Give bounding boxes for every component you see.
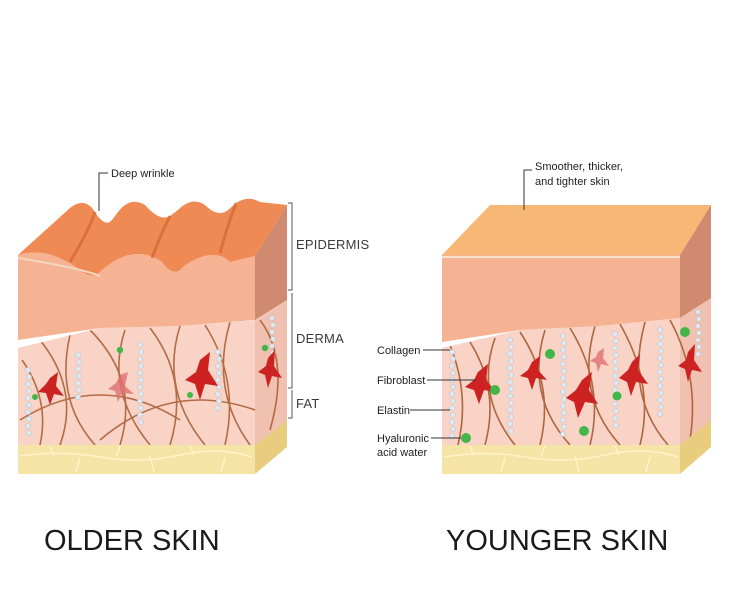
older-epidermis-top xyxy=(18,198,287,276)
younger-hyaluronic xyxy=(461,327,690,443)
younger-skin-title: YOUNGER SKIN xyxy=(446,525,668,557)
older-fibroblasts xyxy=(38,350,282,405)
smoother-label-line1: Smoother, thicker, xyxy=(535,161,623,173)
younger-elastin xyxy=(449,309,702,439)
older-derma-fibers xyxy=(19,315,282,445)
older-skin-title: OLDER SKIN xyxy=(44,525,220,557)
smoother-label-line2: and tighter skin xyxy=(535,176,610,188)
hyaluronic-label-line2: acid water xyxy=(377,447,427,459)
epidermis-label: EPIDERMIS xyxy=(296,237,369,252)
younger-epidermis-front xyxy=(442,255,680,342)
elastin-label: Elastin xyxy=(377,405,410,417)
older-hyaluronic xyxy=(32,344,269,400)
older-epidermis-side xyxy=(255,205,287,320)
collagen-label: Collagen xyxy=(377,345,420,357)
hyaluronic-label-line1: Hyaluronic xyxy=(377,433,429,445)
fibroblast-label: Fibroblast xyxy=(377,375,425,387)
older-fat-side xyxy=(255,418,287,474)
younger-fat-side xyxy=(680,418,711,474)
younger-derma-fibers xyxy=(449,309,702,445)
younger-fibroblasts xyxy=(465,344,702,418)
deep-wrinkle-callout: Deep wrinkle xyxy=(98,168,175,211)
younger-fat-cells xyxy=(443,445,679,473)
older-fat-cells xyxy=(19,445,253,473)
component-labels: Collagen Fibroblast Elastin Hyaluronic a… xyxy=(377,345,476,459)
derma-label: DERMA xyxy=(296,331,344,346)
fat-label: FAT xyxy=(296,396,319,411)
older-epidermis-front xyxy=(18,252,255,340)
younger-skin-block xyxy=(441,205,712,474)
older-elastin xyxy=(25,315,276,436)
layer-bracket xyxy=(288,202,293,419)
smoother-callout: Smoother, thicker, and tighter skin xyxy=(523,161,623,210)
younger-derma-side xyxy=(680,298,711,445)
older-wrinkle-shading xyxy=(68,202,238,263)
older-skin-block xyxy=(17,198,288,474)
deep-wrinkle-label: Deep wrinkle xyxy=(111,168,175,180)
younger-epidermis-side xyxy=(680,205,711,318)
younger-epidermis-top xyxy=(442,205,711,255)
